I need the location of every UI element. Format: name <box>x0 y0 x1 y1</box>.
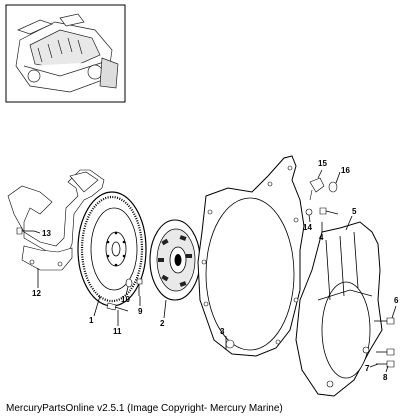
callout-12: 12 <box>32 289 41 298</box>
callout-10: 10 <box>121 295 130 304</box>
part-16-cap <box>328 181 338 193</box>
part-6-bolt <box>374 317 395 325</box>
part-7-bolt <box>376 348 395 356</box>
callout-5: 5 <box>352 207 357 216</box>
part-8-bolt <box>376 360 395 368</box>
engine-thumbnail <box>5 4 126 103</box>
copyright-caption: MercuryPartsOnline v2.5.1 (Image Copyrig… <box>6 403 283 414</box>
callout-13: 13 <box>42 229 51 238</box>
part-13-bolt <box>16 227 34 235</box>
callout-14: 14 <box>303 223 312 232</box>
callout-15: 15 <box>318 159 327 168</box>
part-9-bolt <box>136 278 143 296</box>
part-11-bolt <box>106 302 129 312</box>
callout-2: 2 <box>160 319 165 328</box>
leader-lines <box>33 169 397 373</box>
callout-7: 7 <box>365 364 370 373</box>
callout-4: 4 <box>319 233 324 242</box>
part-12-bracket <box>7 169 105 271</box>
callout-16: 16 <box>341 166 350 175</box>
callout-6: 6 <box>394 296 399 305</box>
part-4-stud <box>319 207 339 215</box>
part-14-nut <box>305 208 313 216</box>
part-15-fitting <box>309 177 325 201</box>
part-5-flywheel-housing <box>295 221 383 397</box>
part-10-washer <box>125 278 133 288</box>
callout-3: 3 <box>220 327 225 336</box>
part-3-adapter-plate <box>197 155 305 357</box>
callout-9: 9 <box>138 307 143 316</box>
callout-1: 1 <box>89 316 94 325</box>
part-2-damper-plate <box>149 219 201 301</box>
callout-11: 11 <box>113 327 122 336</box>
callout-8: 8 <box>383 373 388 382</box>
callout-labels: 1 2 3 4 5 6 7 8 9 10 11 12 13 14 15 16 <box>32 159 399 382</box>
part-1-flywheel <box>77 191 147 307</box>
